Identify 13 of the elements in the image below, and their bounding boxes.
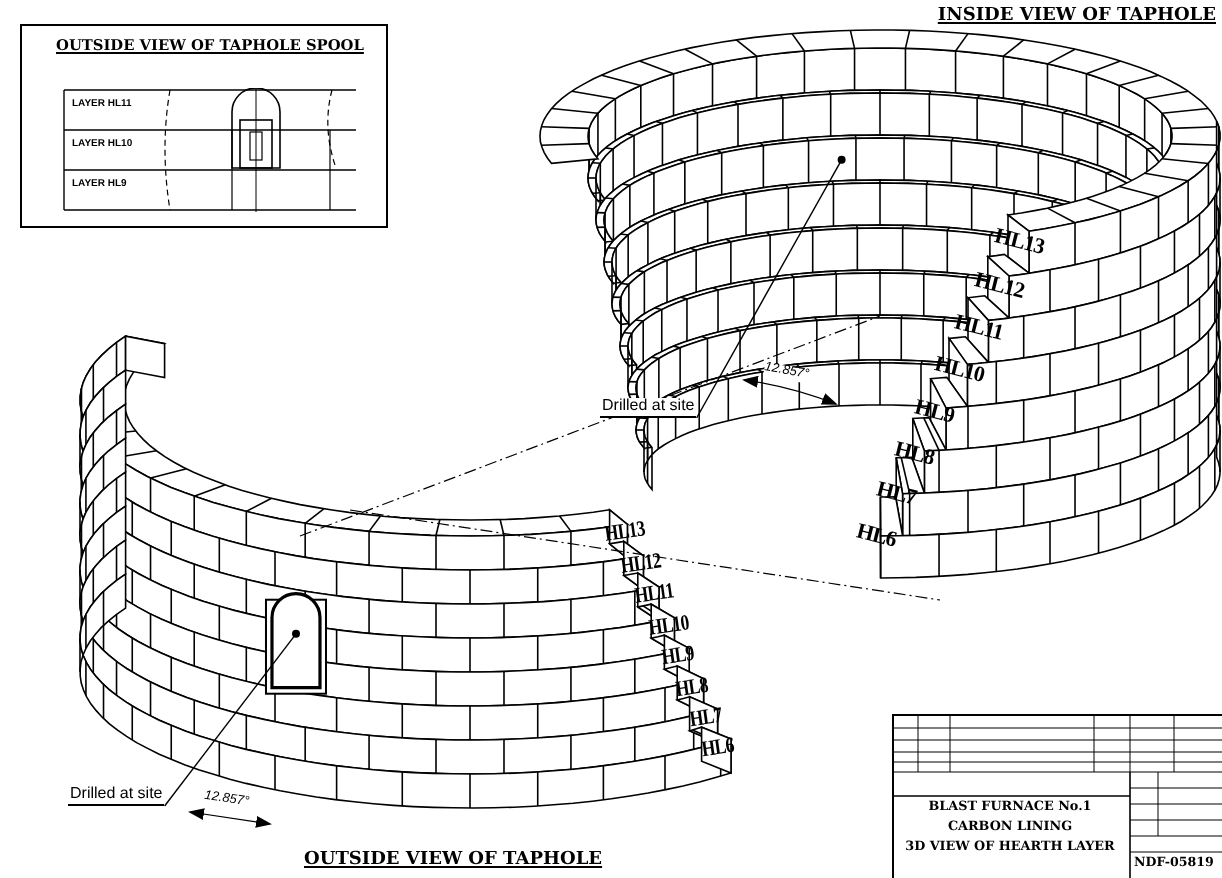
- layer-label: HL6: [854, 521, 899, 552]
- note-text: Drilled at site: [600, 398, 697, 418]
- layer-label: HL9: [912, 397, 957, 429]
- view-title: OUTSIDE VIEW OF TAPHOLE: [304, 852, 603, 870]
- layer-label: HL13: [604, 519, 647, 547]
- view-title: INSIDE VIEW OF TAPHOLE: [937, 8, 1216, 26]
- layer-label: HL13: [992, 226, 1047, 260]
- layer-label: HL10: [932, 354, 986, 389]
- note-text: Drilled at site: [68, 786, 165, 806]
- leader-line: [163, 629, 300, 807]
- leader-line: [695, 155, 846, 419]
- layer-label: HL6: [700, 736, 736, 763]
- layer-label: HL7: [688, 705, 723, 732]
